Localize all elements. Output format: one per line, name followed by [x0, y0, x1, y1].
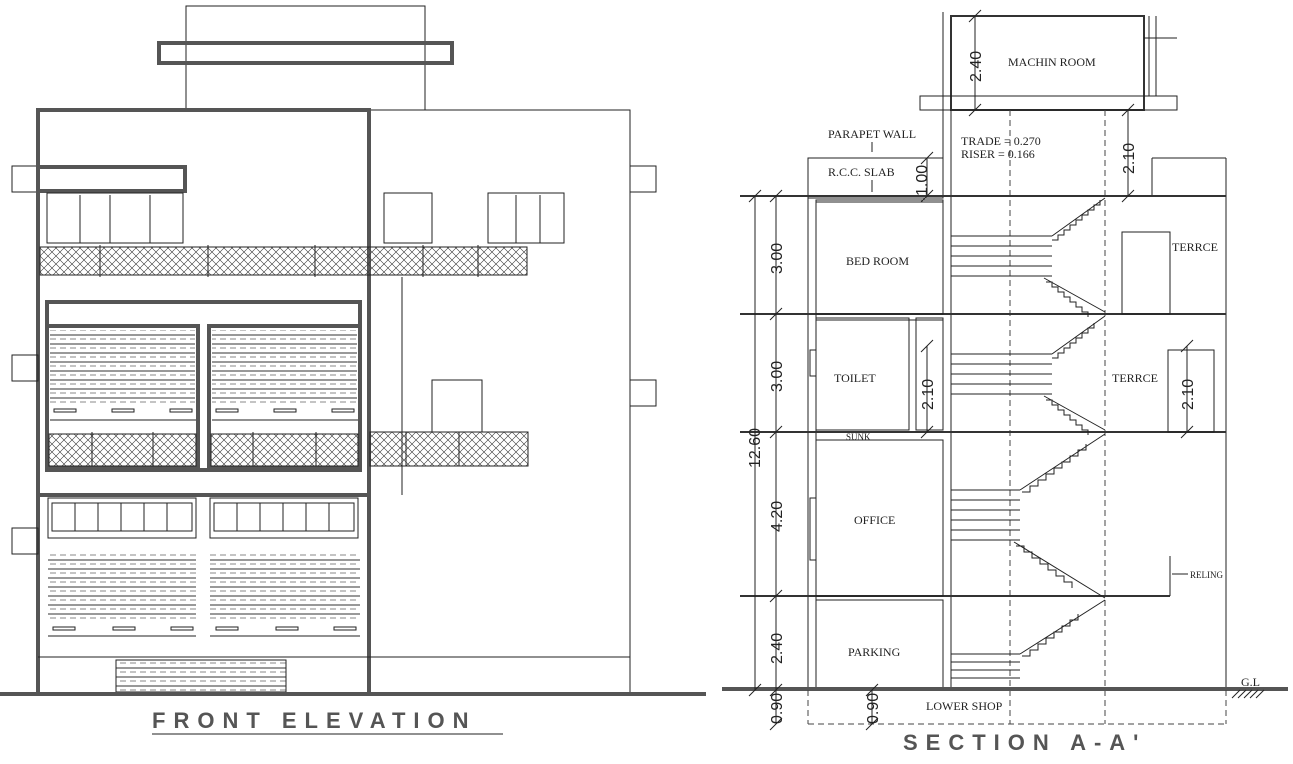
- dim-toilet-floor-height: 3.00: [769, 361, 786, 392]
- dim-machine-room-height: 2.40: [968, 51, 985, 82]
- label-lower-shop: LOWER SHOP: [926, 699, 1003, 713]
- label-machine-room: MACHIN ROOM: [1008, 55, 1096, 69]
- front-elevation: FRONT ELEVATION: [0, 5, 706, 735]
- dim-parapet-height: 1.00: [914, 165, 931, 196]
- dim-toilet-door: 2.10: [920, 379, 937, 410]
- label-toilet: TOILET: [834, 371, 876, 385]
- label-riser: RISER = 0.166: [961, 147, 1035, 161]
- dim-ticks: [748, 9, 1194, 731]
- dim-lower-shop-mid: 0.90: [865, 693, 882, 724]
- dim-lower-shop-left: 0.90: [769, 693, 786, 724]
- label-parking: PARKING: [848, 645, 901, 659]
- label-rcc-slab: R.C.C. SLAB: [828, 165, 895, 179]
- dim-terrace-door: 2.10: [1180, 379, 1197, 410]
- dim-bedroom-height: 3.00: [769, 243, 786, 274]
- label-sunk: SUNK: [846, 432, 871, 442]
- label-parapet-wall: PARAPET WALL: [828, 127, 916, 141]
- section-title: SECTION A-A': [903, 730, 1146, 755]
- dim-overall-height: 12.60: [747, 428, 764, 468]
- front-elevation-title: FRONT ELEVATION: [152, 708, 477, 733]
- label-trade: TRADE = 0.270: [961, 134, 1041, 148]
- label-bedroom: BED ROOM: [846, 254, 909, 268]
- dim-parking-height: 2.40: [769, 633, 786, 664]
- dim-office-height: 4.20: [769, 501, 786, 532]
- label-terrace-lower: TERRCE: [1112, 371, 1158, 385]
- dim-top-clearance: 2.10: [1121, 143, 1138, 174]
- label-office: OFFICE: [854, 513, 895, 527]
- ground-window-lights: [51, 502, 355, 532]
- label-terrace-upper: TERRCE: [1172, 240, 1218, 254]
- section-a-a: MACHIN ROOM PARAPET WALL R.C.C. SLAB TRA…: [722, 9, 1288, 755]
- label-ground-level: G.L: [1241, 675, 1260, 689]
- label-railing: RELING: [1190, 570, 1223, 580]
